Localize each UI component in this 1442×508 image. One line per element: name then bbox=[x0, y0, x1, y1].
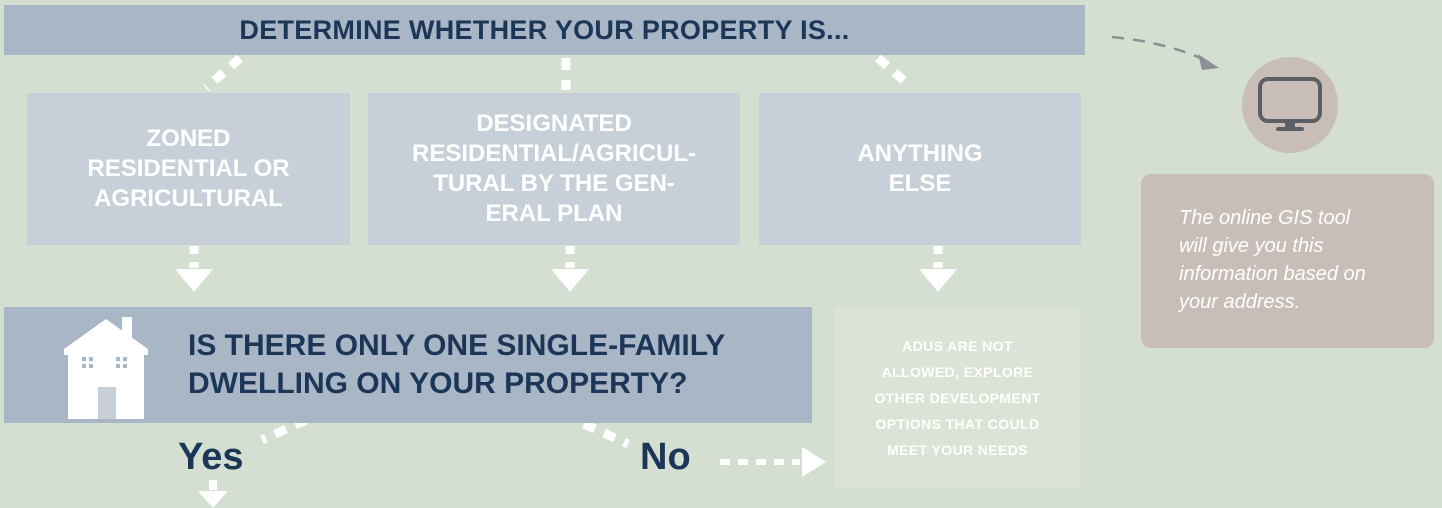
not-allowed-line-4: OPTIONS THAT COULD bbox=[875, 416, 1040, 432]
monitor-circle bbox=[1242, 57, 1338, 153]
connector-question-to-no bbox=[582, 419, 630, 449]
category-designated-line-2: RESIDENTIAL/AGRICUL- bbox=[412, 140, 696, 167]
connector-header-to-zoned bbox=[203, 54, 243, 92]
category-anything-line-1: ANYTHING bbox=[857, 140, 983, 167]
header-title: DETERMINE WHETHER YOUR PROPERTY IS... bbox=[239, 14, 850, 45]
category-anything-line-2: ELSE bbox=[888, 170, 952, 197]
arrow-tip bbox=[1198, 54, 1219, 70]
tip-line-2: will give you this bbox=[1179, 235, 1324, 257]
arrow-zoned-down bbox=[175, 269, 213, 292]
category-zoned-line-3: AGRICULTURAL bbox=[94, 185, 283, 212]
not-allowed-line-2: ALLOWED, EXPLORE bbox=[881, 364, 1034, 380]
header-bar: DETERMINE WHETHER YOUR PROPERTY IS... bbox=[4, 5, 1085, 55]
arrow-designated-down bbox=[551, 269, 589, 292]
tip-box: The online GIS tool will give you this i… bbox=[1141, 174, 1434, 348]
category-designated: DESIGNATED RESIDENTIAL/AGRICUL- TURAL BY… bbox=[368, 93, 740, 245]
tip-line-3: information based on bbox=[1179, 263, 1366, 285]
category-designated-line-1: DESIGNATED bbox=[476, 110, 632, 137]
connector-question-to-yes bbox=[260, 415, 308, 445]
category-zoned-line-1: ZONED bbox=[146, 125, 231, 152]
not-allowed-line-3: OTHER DEVELOPMENT bbox=[874, 390, 1041, 406]
monitor-icon bbox=[1258, 77, 1322, 131]
category-designated-line-4: ERAL PLAN bbox=[485, 200, 623, 227]
category-designated-line-3: TURAL BY THE GEN- bbox=[433, 170, 675, 197]
answer-yes: Yes bbox=[178, 436, 244, 478]
connector-header-to-tip bbox=[1111, 35, 1206, 62]
arrow-yes-down bbox=[198, 491, 228, 508]
tip-line-1: The online GIS tool bbox=[1179, 207, 1351, 229]
question-line-1: IS THERE ONLY ONE SINGLE-FAMILY bbox=[188, 329, 726, 362]
not-allowed-box: ADUS ARE NOT ALLOWED, EXPLORE OTHER DEVE… bbox=[834, 307, 1081, 489]
arrow-anything-down bbox=[919, 269, 957, 292]
category-zoned-line-2: RESIDENTIAL OR bbox=[87, 155, 290, 182]
tip-line-4: your address. bbox=[1179, 291, 1301, 313]
not-allowed-line-1: ADUS ARE NOT bbox=[902, 338, 1013, 354]
house-icon bbox=[64, 317, 148, 419]
category-anything-else: ANYTHING ELSE bbox=[759, 93, 1081, 245]
connector-header-to-anything bbox=[875, 54, 913, 90]
question-text: IS THERE ONLY ONE SINGLE-FAMILY DWELLING… bbox=[188, 327, 798, 403]
answer-no: No bbox=[640, 436, 691, 478]
question-line-2: DWELLING ON YOUR PROPERTY? bbox=[188, 367, 688, 400]
arrow-no-right bbox=[802, 447, 826, 477]
category-zoned: ZONED RESIDENTIAL OR AGRICULTURAL bbox=[27, 93, 350, 245]
question-bar: IS THERE ONLY ONE SINGLE-FAMILY DWELLING… bbox=[4, 307, 812, 423]
not-allowed-line-5: MEET YOUR NEEDS bbox=[886, 442, 1029, 458]
